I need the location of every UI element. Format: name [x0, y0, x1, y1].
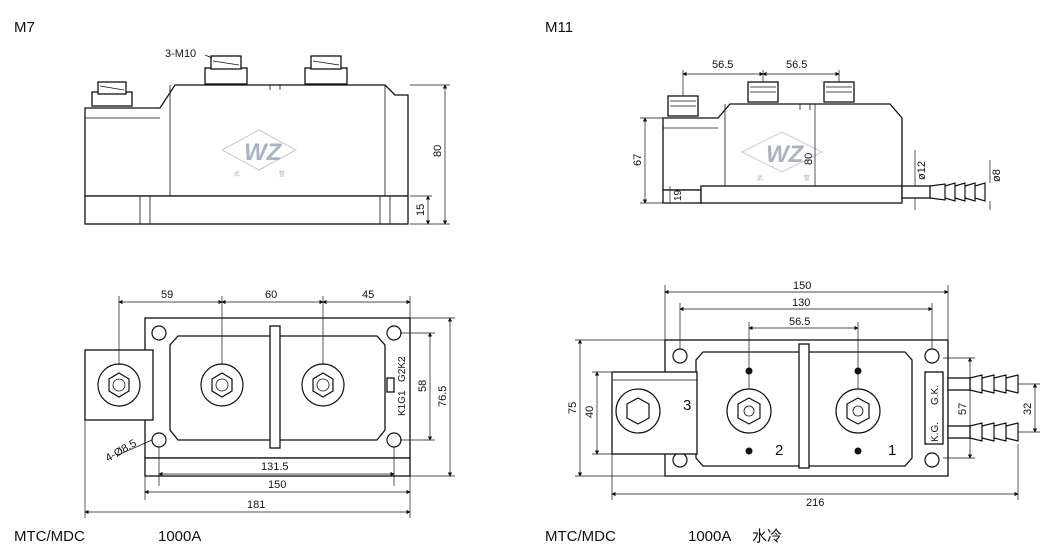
m11-pipe-inner: ø8: [991, 169, 1003, 182]
m11-height-dim: 67: [632, 154, 644, 166]
m7-caption-rating: 1000A: [158, 528, 201, 545]
m7-model-label: M7: [14, 19, 35, 36]
svg-text:WZ: WZ: [766, 141, 805, 168]
m11-dim-top-total: 150: [793, 280, 811, 292]
m7-gate-lower: K1G1: [397, 390, 408, 416]
m7-bolt-left: [91, 81, 133, 107]
m11-dim-spacing: 56.5: [789, 316, 810, 328]
m11-dim-h1: 75: [567, 402, 579, 414]
m7-dim-inner: 131.5: [261, 461, 289, 473]
m11-bolt-left: [667, 95, 699, 117]
svg-text:武: 武: [757, 174, 763, 182]
m11-gate-upper: G.K.: [930, 385, 941, 405]
m11-terminal-label-2: 2: [775, 442, 783, 459]
m11-terminal-label-1: 1: [888, 442, 896, 459]
m7-logo: WZ 武 整: [220, 129, 298, 178]
m11-dim-total: 216: [806, 497, 824, 509]
m11-pipe-outer: ø12: [916, 161, 928, 180]
m7-base-dim: 15: [415, 204, 427, 216]
m11-caption-type: MTC/MDC: [545, 528, 616, 545]
m7-side-view: M7 3-M10: [14, 19, 450, 225]
m7-caption-type: MTC/MDC: [14, 528, 85, 545]
m11-gate-lower: K.G.: [930, 422, 941, 442]
svg-text:整: 整: [804, 174, 810, 182]
m11-caption-rating: 1000A: [688, 528, 731, 545]
m11-logo: WZ 武 整: [740, 131, 824, 182]
m7-bolt-label: 3-M10: [165, 48, 196, 60]
m11-terminal-label-3: 3: [683, 397, 691, 414]
m7-dim-a: 59: [161, 289, 173, 301]
m7-holes-label: 4-Ø8.5: [104, 437, 139, 464]
m11-right-spacing: 56.5: [786, 59, 807, 71]
m11-dim-holes: 130: [792, 297, 810, 309]
m11-model-label: M11: [545, 19, 573, 36]
m11-bolt-mid: [747, 81, 779, 103]
m7-bolt-right: [304, 55, 348, 85]
svg-text:WZ: WZ: [244, 139, 283, 166]
m11-pipe-upper: [947, 374, 1019, 394]
m11-top-view: 3 2 1 G.K. K.G. 150 130: [545, 280, 1040, 545]
m7-top-view: G2K2 K1G1 59 60 45 131.5 150 181 58: [14, 289, 455, 545]
m7-bolt-mid: [204, 55, 248, 85]
svg-text:武: 武: [234, 170, 240, 178]
m11-dim-w1: 57: [957, 403, 969, 415]
m7-dim-h2: 76.5: [437, 386, 449, 407]
m11-dim-h2: 40: [584, 406, 596, 418]
m11-pipe-lower: [947, 422, 1019, 442]
m11-dim-w2: 32: [1022, 403, 1034, 415]
m11-caption-note: 水冷: [752, 528, 782, 545]
m7-gate-upper: G2K2: [397, 356, 408, 382]
m11-side-view: M11 WZ 武 整 80: [545, 19, 1003, 210]
svg-text:整: 整: [279, 170, 285, 178]
m11-left-spacing: 56.5: [712, 59, 733, 71]
m11-water-pipe: [901, 182, 986, 202]
m7-dim-c: 45: [362, 289, 374, 301]
m7-dim-b: 60: [265, 289, 277, 301]
m11-terminal-3: [615, 388, 661, 434]
m11-bolt-right: [823, 81, 855, 103]
m7-dim-total: 181: [247, 499, 265, 511]
m7-dim-h1: 58: [417, 380, 429, 392]
m7-height-dim: 80: [432, 145, 444, 157]
m11-inner-height-dim: 80: [803, 153, 815, 165]
m11-base-dim: 19: [673, 189, 684, 201]
m7-dim-mid: 150: [268, 479, 286, 491]
